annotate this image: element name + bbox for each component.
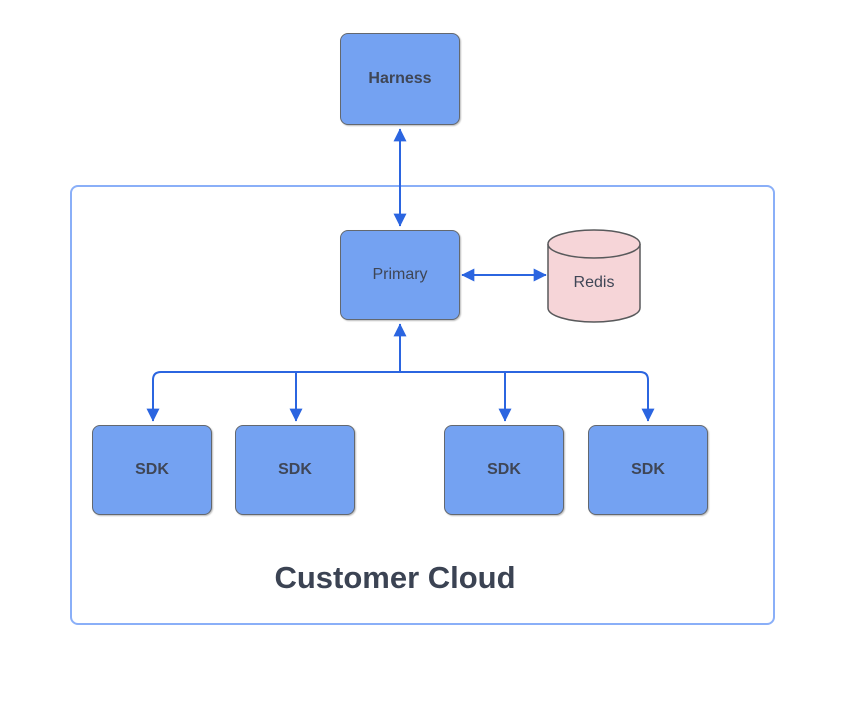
sdk-4-label: SDK: [631, 461, 665, 478]
container-label: Customer Cloud: [274, 560, 516, 595]
node-sdk-2: SDK: [235, 425, 355, 515]
customer-cloud-container: [70, 185, 775, 625]
node-sdk-1: SDK: [92, 425, 212, 515]
harness-label: Harness: [368, 70, 432, 87]
node-primary: Primary: [340, 230, 460, 320]
sdk-3-label: SDK: [487, 461, 521, 478]
primary-label: Primary: [372, 266, 428, 283]
node-harness: Harness: [340, 33, 460, 125]
node-sdk-4: SDK: [588, 425, 708, 515]
sdk-2-label: SDK: [278, 461, 312, 478]
redis-label: Redis: [573, 274, 615, 291]
node-sdk-3: SDK: [444, 425, 564, 515]
sdk-1-label: SDK: [135, 461, 169, 478]
node-redis: Redis: [548, 252, 640, 314]
